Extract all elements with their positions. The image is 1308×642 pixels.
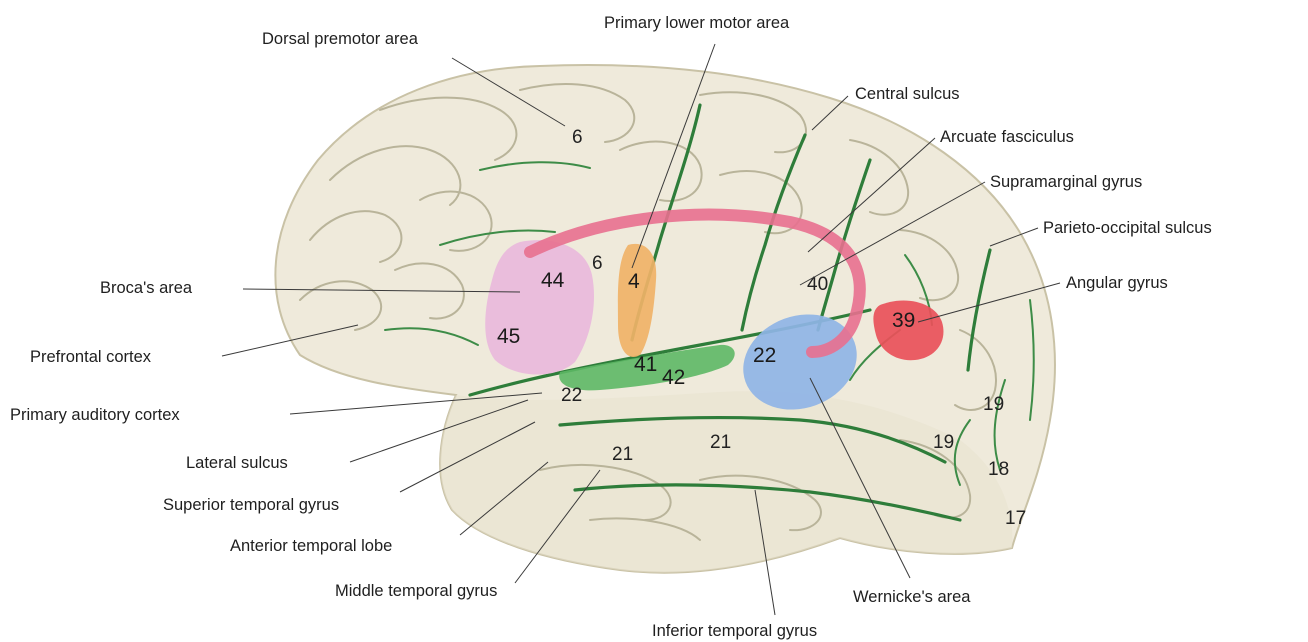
label-inferior-temporal-gyrus: Inferior temporal gyrus xyxy=(652,622,817,640)
label-parieto-occipital-sulcus: Parieto-occipital sulcus xyxy=(1043,219,1212,237)
label-superior-temporal-gyrus: Superior temporal gyrus xyxy=(163,496,339,514)
brodmann-21-left: 21 xyxy=(612,444,633,465)
brodmann-18: 18 xyxy=(988,459,1009,480)
brodmann-45: 45 xyxy=(497,325,520,348)
label-primary-lower-motor-area: Primary lower motor area xyxy=(604,14,790,32)
brocas-area-region xyxy=(485,240,594,374)
label-wernickes-area: Wernicke's area xyxy=(853,588,971,606)
brodmann-6-top: 6 xyxy=(572,127,583,148)
label-lateral-sulcus: Lateral sulcus xyxy=(186,454,288,472)
brodmann-19-upper: 19 xyxy=(983,394,1004,415)
brodmann-4: 4 xyxy=(628,270,640,293)
brodmann-44: 44 xyxy=(541,269,565,292)
label-supramarginal-gyrus: Supramarginal gyrus xyxy=(990,173,1142,191)
label-dorsal-premotor-area: Dorsal premotor area xyxy=(262,30,419,48)
brodmann-41: 41 xyxy=(634,353,657,376)
label-arcuate-fasciculus: Arcuate fasciculus xyxy=(940,128,1074,146)
brodmann-17: 17 xyxy=(1005,508,1026,529)
brodmann-39: 39 xyxy=(892,309,915,332)
label-angular-gyrus: Angular gyrus xyxy=(1066,274,1168,292)
label-prefrontal-cortex: Prefrontal cortex xyxy=(30,348,152,366)
brodmann-22-wernicke: 22 xyxy=(753,344,776,367)
label-anterior-temporal-lobe: Anterior temporal lobe xyxy=(230,537,392,555)
brodmann-22-superior: 22 xyxy=(561,385,582,406)
label-primary-auditory-cortex: Primary auditory cortex xyxy=(10,406,180,424)
label-central-sulcus: Central sulcus xyxy=(855,85,960,103)
label-brocas-area: Broca's area xyxy=(100,279,193,297)
label-middle-temporal-gyrus: Middle temporal gyrus xyxy=(335,582,497,600)
brodmann-19-lower: 19 xyxy=(933,432,954,453)
brodmann-40: 40 xyxy=(807,274,828,295)
brodmann-42: 42 xyxy=(662,366,685,389)
brodmann-21-right: 21 xyxy=(710,432,731,453)
brodmann-6-mid: 6 xyxy=(592,253,603,274)
